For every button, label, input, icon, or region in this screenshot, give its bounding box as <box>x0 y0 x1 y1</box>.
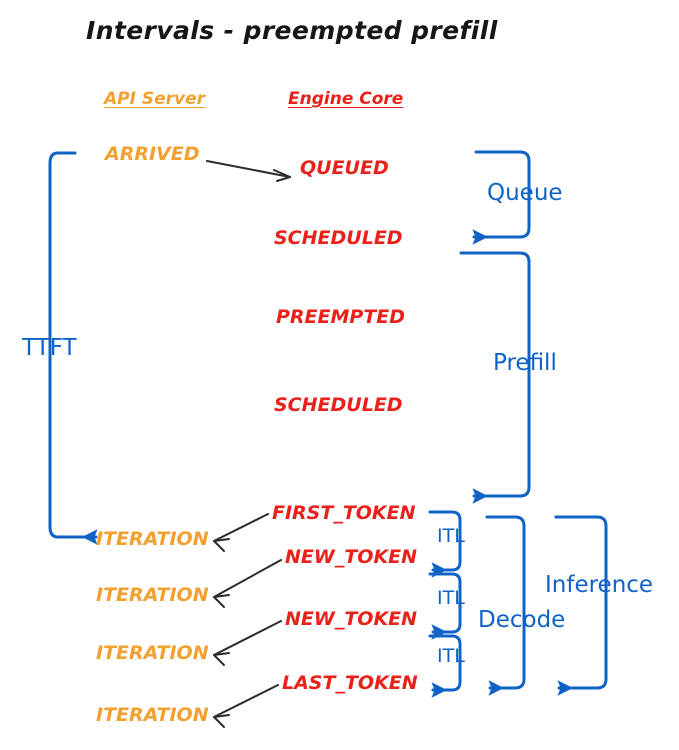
api-event-iteration-2: ITERATION <box>96 584 209 606</box>
column-header-engine-core: Engine Core <box>288 89 404 109</box>
api-event-arrived: ARRIVED <box>105 143 200 165</box>
engine-event-queued: QUEUED <box>300 157 389 179</box>
engine-event-scheduled-1: SCHEDULED <box>274 227 403 249</box>
engine-event-scheduled-2: SCHEDULED <box>274 394 403 416</box>
api-event-iteration-4: ITERATION <box>96 704 209 726</box>
interval-label-itl-2: ITL <box>437 587 465 609</box>
bracket-itl-2 <box>428 572 462 640</box>
interval-label-itl-3: ITL <box>437 645 465 667</box>
engine-event-preempted: PREEMPTED <box>276 306 406 328</box>
bracket-itl-3 <box>428 634 462 698</box>
interval-label-inference: Inference <box>545 572 654 598</box>
transition-arrows-black <box>206 160 291 728</box>
arrow-new-token-1-to-iteration <box>213 559 282 598</box>
arrow-arrived-to-queued <box>206 160 291 178</box>
arrow-last-token-to-iteration <box>213 684 279 718</box>
engine-event-new-token-2: NEW_TOKEN <box>285 608 418 630</box>
interval-label-itl-1: ITL <box>437 525 465 547</box>
interval-label-queue: Queue <box>487 180 563 206</box>
engine-event-first-token: FIRST_TOKEN <box>272 502 416 524</box>
interval-label-ttft: TTFT <box>22 335 77 361</box>
column-header-api-server: API Server <box>104 89 206 109</box>
bracket-prefill <box>459 251 531 504</box>
api-event-iteration-1: ITERATION <box>96 528 209 550</box>
bracket-inference <box>554 515 608 696</box>
bracket-ttft <box>48 151 98 545</box>
engine-event-last-token: LAST_TOKEN <box>282 672 418 694</box>
interval-brackets-blue <box>48 150 608 698</box>
bracket-decode <box>485 515 526 696</box>
arrow-new-token-2-to-iteration <box>213 620 282 656</box>
bracket-itl-1 <box>428 510 462 578</box>
interval-label-decode: Decode <box>478 607 566 633</box>
arrow-first-token-to-iteration <box>213 513 269 542</box>
bracket-queue <box>472 150 531 245</box>
engine-event-new-token-1: NEW_TOKEN <box>285 546 418 568</box>
page-title: Intervals - preempted prefill <box>86 16 498 45</box>
api-event-iteration-3: ITERATION <box>96 642 209 664</box>
interval-label-prefill: Prefill <box>493 350 557 376</box>
